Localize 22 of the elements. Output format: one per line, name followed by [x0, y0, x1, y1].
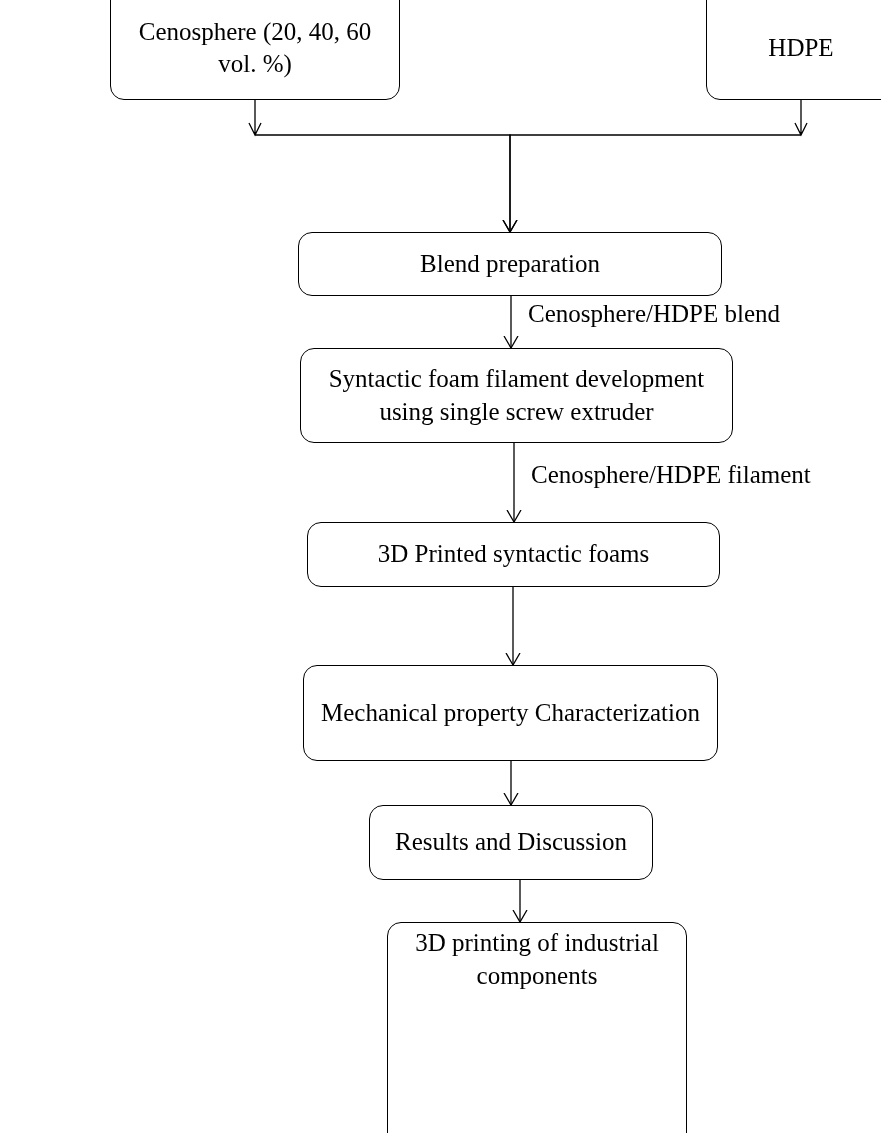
box-text: Blend preparation: [420, 248, 600, 279]
arrow: [503, 295, 519, 349]
process-box: [110, 0, 400, 100]
process-box: [303, 665, 718, 761]
arrow: [503, 760, 519, 806]
box-text: Cenosphere (20, 40, 60 vol. %): [137, 16, 373, 80]
arrow: [505, 586, 521, 666]
box-text: 3D Printed syntactic foams: [377, 539, 650, 570]
process-box: [369, 805, 653, 880]
box-text: HDPE: [768, 32, 834, 63]
box-text: 3D printing of industrial components: [414, 928, 660, 991]
process-box: [706, 0, 881, 100]
box-text: Syntactic foam filament development using single screw extruder: [327, 364, 706, 427]
arrow: [506, 442, 522, 523]
process-box: [300, 348, 733, 443]
arrow: [502, 99, 808, 233]
arrow: [512, 879, 528, 923]
box-text: Results and Discussion: [395, 827, 627, 858]
box-text: Mechanical property Characterization: [321, 697, 700, 728]
process-box: [307, 522, 720, 587]
process-box: [387, 922, 687, 1133]
process-box: [298, 232, 722, 296]
